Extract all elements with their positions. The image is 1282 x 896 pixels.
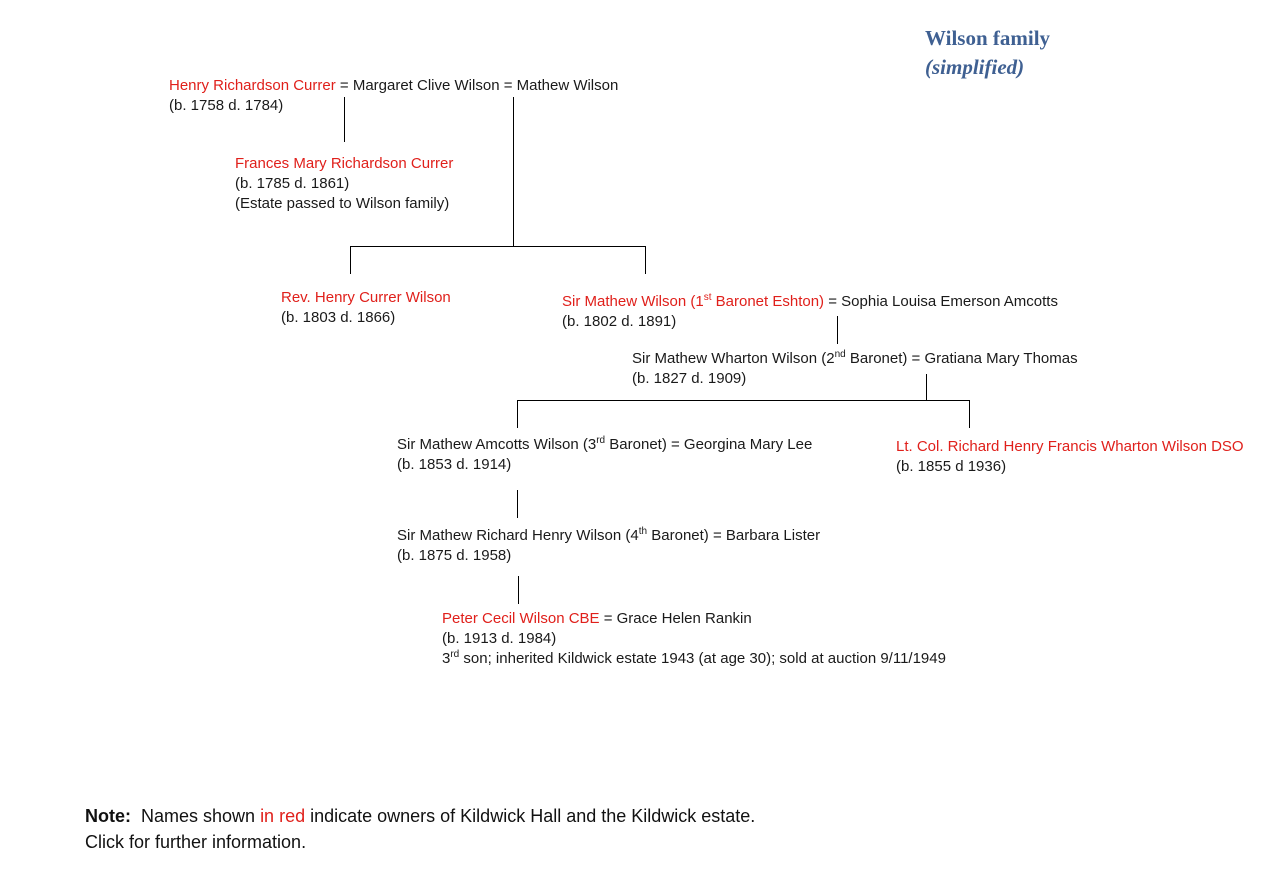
name-part: Sir Mathew Wilson (1 xyxy=(562,293,704,310)
person-frances-mary-richardson-currer: Frances Mary Richardson Currer (b. 1785 … xyxy=(235,154,453,214)
spouse-name: = Sophia Louisa Emerson Amcotts xyxy=(824,293,1058,310)
connector-gen4-bar xyxy=(517,400,970,401)
owner-link-lt-col-richard-wilson[interactable]: Lt. Col. Richard Henry Francis Wharton W… xyxy=(896,438,1244,455)
owner-link-sir-mathew-wilson[interactable]: Sir Mathew Wilson (1st Baronet Eshton) xyxy=(562,292,825,311)
connector-gen3 xyxy=(837,316,838,344)
life-dates: (b. 1853 d. 1914) xyxy=(397,456,512,473)
person-sir-mathew-wilson-1st-baronet: Sir Mathew Wilson (1st Baronet Eshton) =… xyxy=(562,292,1058,332)
ordinal-suffix: nd xyxy=(834,349,846,360)
life-dates: (b. 1758 d. 1784) xyxy=(169,97,284,114)
connector-gen4-down xyxy=(926,374,927,401)
spouse-names: = Margaret Clive Wilson = Mathew Wilson xyxy=(335,77,619,94)
person-note: (Estate passed to Wilson family) xyxy=(235,195,450,212)
name-part: Baronet) = Georgina Mary Lee xyxy=(605,436,813,453)
note-label: Note: xyxy=(85,806,131,826)
person-sir-mathew-wharton-wilson: Sir Mathew Wharton Wilson (2nd Baronet) … xyxy=(632,349,1078,389)
owner-link-frances-mary-richardson-currer[interactable]: Frances Mary Richardson Currer xyxy=(235,155,454,172)
note-part: son; inherited Kildwick estate 1943 (at … xyxy=(459,650,946,667)
owner-link-henry-richardson-currer[interactable]: Henry Richardson Currer xyxy=(169,77,336,94)
connector-gen2-bar xyxy=(350,246,646,247)
life-dates: (b. 1802 d. 1891) xyxy=(562,313,677,330)
connector-to-sir-mathew xyxy=(645,246,646,274)
person-sir-mathew-richard-henry-wilson: Sir Mathew Richard Henry Wilson (4th Bar… xyxy=(397,526,820,566)
note-red-text: in red xyxy=(260,806,306,826)
note-instruction: Click for further information. xyxy=(85,832,307,852)
connector-to-rev-henry xyxy=(350,246,351,274)
name-part: Baronet) = Barbara Lister xyxy=(647,527,821,544)
title-subtitle: (simplified) xyxy=(925,55,1025,79)
note-text: Names shown xyxy=(131,806,261,826)
life-dates: (b. 1785 d. 1861) xyxy=(235,175,350,192)
person-rev-henry-currer-wilson: Rev. Henry Currer Wilson (b. 1803 d. 186… xyxy=(281,288,451,328)
ordinal-suffix: th xyxy=(638,526,648,537)
life-dates: (b. 1855 d 1936) xyxy=(896,458,1007,475)
person-henry-richardson-currer: Henry Richardson Currer = Margaret Clive… xyxy=(169,76,618,116)
ordinal-suffix: rd xyxy=(450,649,460,660)
life-dates: (b. 1875 d. 1958) xyxy=(397,547,512,564)
connector-currer-to-frances xyxy=(344,97,345,142)
note-part: 3 xyxy=(442,650,451,667)
ordinal-suffix: st xyxy=(703,292,712,303)
person-lt-col-richard-wilson: Lt. Col. Richard Henry Francis Wharton W… xyxy=(896,437,1244,477)
name-part: Sir Mathew Amcotts Wilson (3 xyxy=(397,436,597,453)
name-part: Baronet Eshton) xyxy=(711,293,825,310)
connector-gen5 xyxy=(517,490,518,518)
chart-title: Wilson family (simplified) xyxy=(925,24,1050,82)
person-note: 3rd son; inherited Kildwick estate 1943 … xyxy=(442,649,946,669)
name-part: Baronet) = Gratiana Mary Thomas xyxy=(845,350,1078,367)
connector-to-3rd-baronet xyxy=(517,400,518,428)
footer-note: Note: Names shown in red indicate owners… xyxy=(85,803,755,855)
name-part: Sir Mathew Richard Henry Wilson (4 xyxy=(397,527,639,544)
connector-to-lt-col xyxy=(969,400,970,428)
name-part: Sir Mathew Wharton Wilson (2 xyxy=(632,350,835,367)
owner-link-peter-cecil-wilson[interactable]: Peter Cecil Wilson CBE xyxy=(442,610,600,627)
person-sir-mathew-amcotts-wilson: Sir Mathew Amcotts Wilson (3rd Baronet) … xyxy=(397,435,812,475)
ordinal-suffix: rd xyxy=(596,435,606,446)
spouse-name: = Grace Helen Rankin xyxy=(599,610,752,627)
connector-mathew-down xyxy=(513,97,514,247)
owner-link-rev-henry-currer-wilson[interactable]: Rev. Henry Currer Wilson xyxy=(281,289,451,306)
connector-gen6 xyxy=(518,576,519,604)
title-line: Wilson family xyxy=(925,26,1051,50)
life-dates: (b. 1827 d. 1909) xyxy=(632,370,747,387)
note-text: indicate owners of Kildwick Hall and the… xyxy=(305,806,756,826)
life-dates: (b. 1913 d. 1984) xyxy=(442,630,557,647)
life-dates: (b. 1803 d. 1866) xyxy=(281,309,396,326)
person-peter-cecil-wilson: Peter Cecil Wilson CBE = Grace Helen Ran… xyxy=(442,609,946,669)
